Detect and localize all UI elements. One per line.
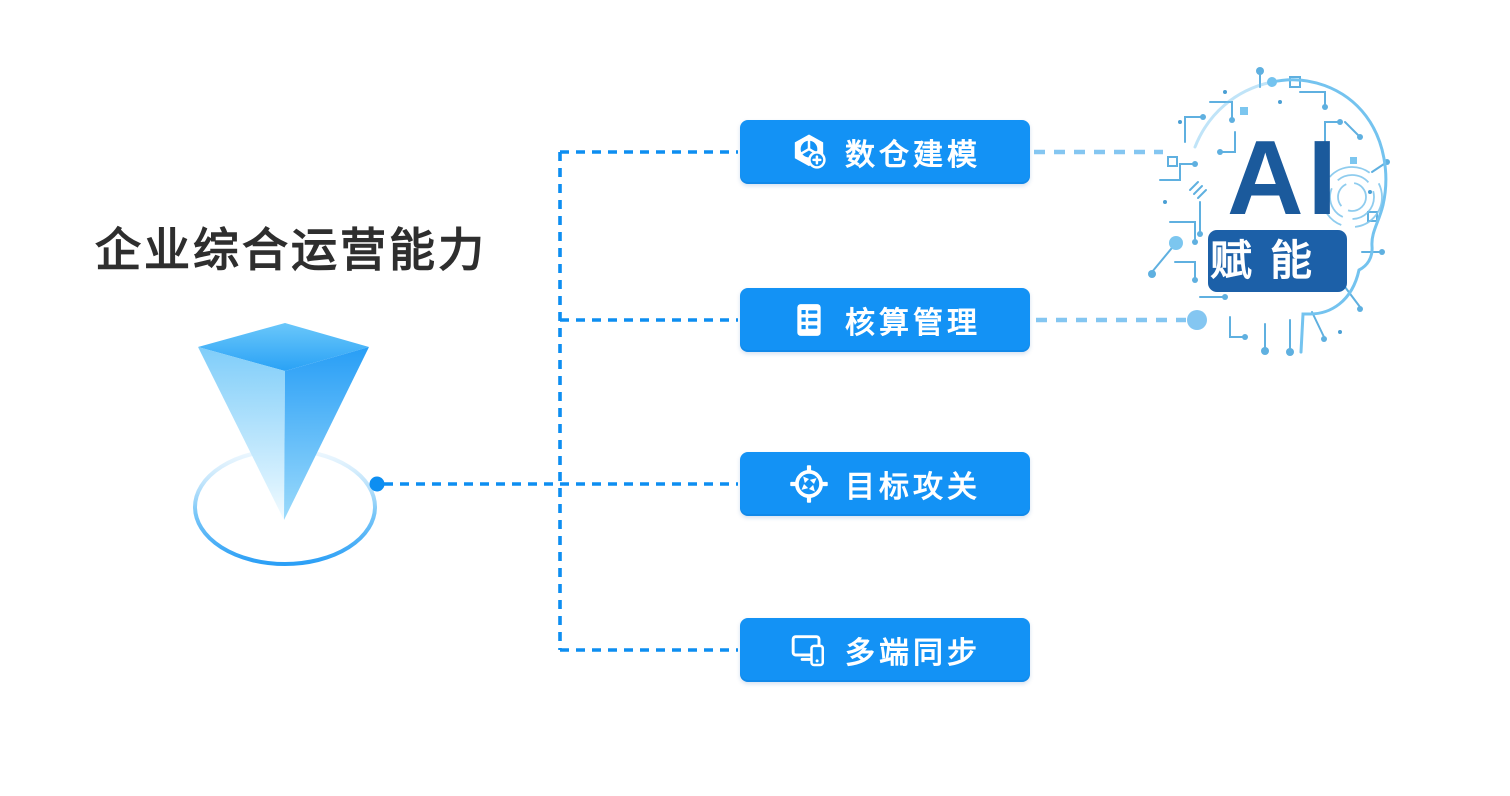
target-icon <box>790 465 828 503</box>
button-multi-device-sync[interactable]: 多端同步 <box>740 618 1030 682</box>
circuit-texture <box>1151 72 1388 351</box>
ledger-list-icon <box>797 304 821 336</box>
hexagon-node-add-icon <box>794 134 826 169</box>
button-label: 数仓建模 <box>845 139 981 172</box>
ai-badge-background <box>1208 230 1347 292</box>
button-data-warehouse-modeling[interactable]: 数仓建模 <box>740 120 1030 184</box>
tech-arcs <box>1321 166 1383 228</box>
ai-badge-label: 赋能 <box>1210 237 1330 284</box>
page-title: 企业综合运营能力 <box>95 224 487 276</box>
crown-node-dot <box>1267 77 1277 87</box>
head-outline <box>1193 78 1388 354</box>
button-goal-attainment[interactable]: 目标攻关 <box>740 452 1030 516</box>
ai-circuit-head-graphic: AI 赋能 <box>1148 67 1390 356</box>
pyramid-left-face <box>198 347 285 520</box>
pyramid-top-face <box>198 323 369 371</box>
button-label: 目标攻关 <box>845 471 981 504</box>
button-label: 多端同步 <box>845 637 981 670</box>
ai-headline: AI <box>1227 119 1341 237</box>
button-label: 核算管理 <box>845 307 981 340</box>
inverted-pyramid-graphic <box>193 323 377 566</box>
pyramid-right-face <box>284 347 369 520</box>
multi-device-sync-icon <box>791 635 824 667</box>
button-accounting-management[interactable]: 核算管理 <box>740 288 1030 352</box>
